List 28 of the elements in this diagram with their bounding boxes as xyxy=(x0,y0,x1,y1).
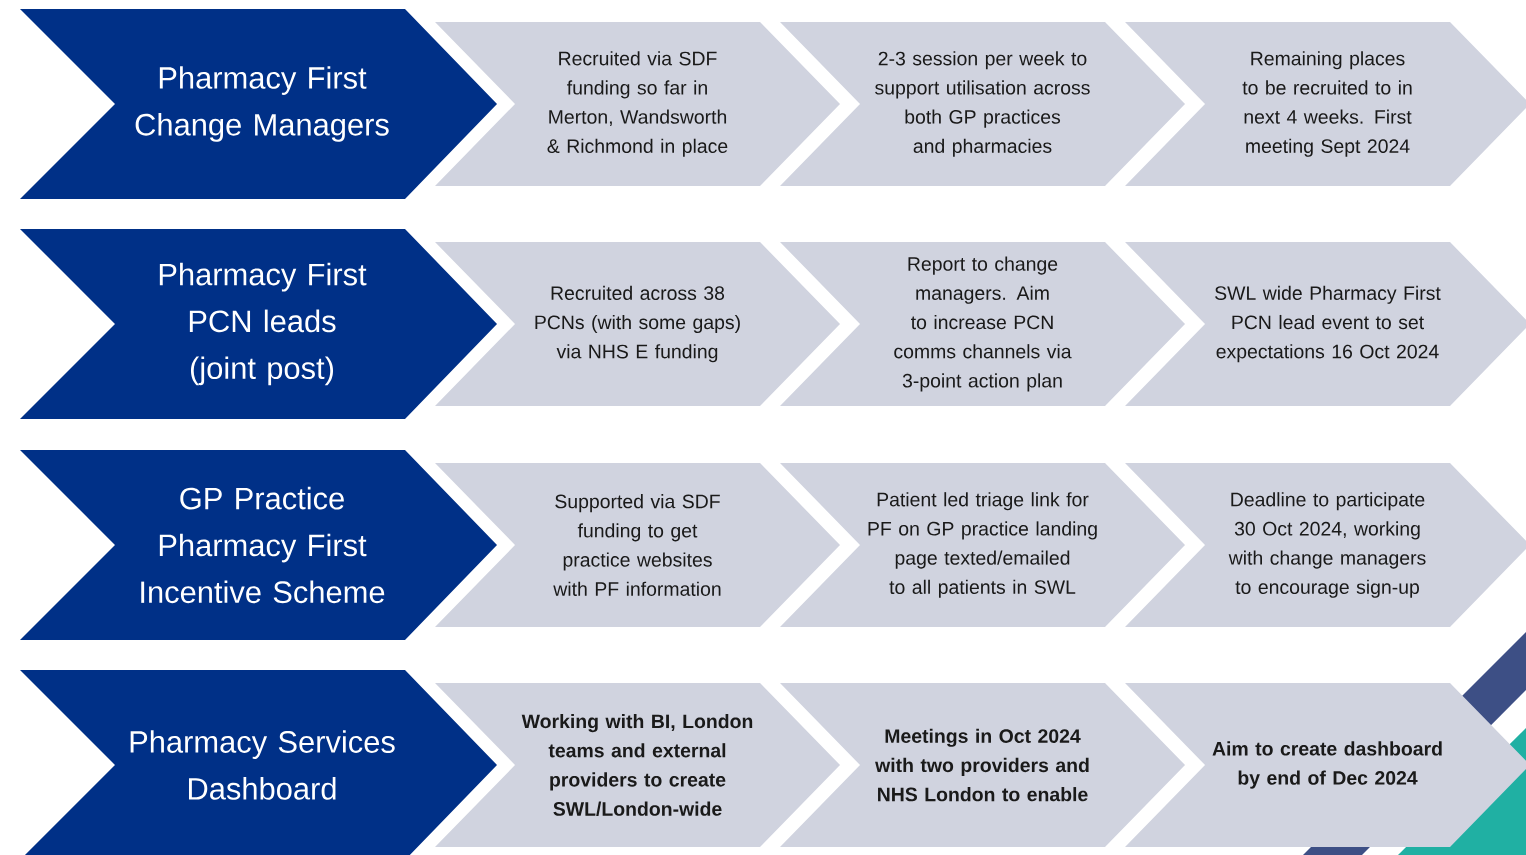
step-box: Deadline to participate 30 Oct 2024, working with change managers to encourage sign-up xyxy=(1125,463,1526,627)
node-label: Report to change managers. Aim to increase PCN comms channels via 3-point action plan xyxy=(894,256,1072,392)
node-label: Working with BI, London teams and external providers to create SWL/London-wide xyxy=(521,713,753,817)
node-label: SWL wide Pharmacy First PCN lead event to set expectations 16 Oct 2024 xyxy=(1215,285,1441,363)
step-box: Recruited via SDF funding so far in Merton, Wandsworth & Richmond in place xyxy=(435,22,840,186)
node-label: Recruited across 38 PCNs (with some gaps) via NHS E funding xyxy=(535,285,740,363)
node-label: 2-3 session per week to support utilisation across both GP practices and pharmacies xyxy=(875,51,1090,157)
node-label: Patient led triage link for PF on GP practice landing page texted/emailed to all patients in SWL xyxy=(868,492,1097,598)
node-label: Remaining places to be recruited to in next 4 weeks. First meeting Sept 2024 xyxy=(1242,51,1412,157)
node-label: Recruited via SDF funding so far in Merton, Wandsworth & Richmond in place xyxy=(547,51,728,157)
node-label: Aim to create dashboard by end of Dec 2024 xyxy=(1212,741,1442,789)
step-box: 2-3 session per week to support utilisation across both GP practices and pharmacies xyxy=(780,22,1185,186)
step-box: Working with BI, London teams and external providers to create SWL/London-wide xyxy=(435,683,840,847)
step-box: Aim to create dashboard by end of Dec 2024 xyxy=(1125,683,1526,847)
header-box: GP Practice Pharmacy First Incentive Scheme xyxy=(20,450,497,640)
step-box: Meetings in Oct 2024 with two providers and NHS London to enable xyxy=(780,683,1185,847)
step-box: Recruited across 38 PCNs (with some gaps) via NHS E funding xyxy=(435,242,840,406)
header-box: Pharmacy Services Dashboard xyxy=(20,670,497,855)
step-box: Supported via SDF funding to get practice websites with PF information xyxy=(435,463,840,627)
step-box: Patient led triage link for PF on GP practice landing page texted/emailed to all patients in SWL xyxy=(780,463,1185,627)
header-box: Pharmacy First Change Managers xyxy=(20,9,497,199)
node-label: Supported via SDF funding to get practice websites with PF information xyxy=(553,494,721,596)
step-box: Remaining places to be recruited to in next 4 weeks. First meeting Sept 2024 xyxy=(1125,22,1526,186)
node-label: Meetings in Oct 2024 with two providers and NHS London to enable xyxy=(875,728,1089,802)
step-box: SWL wide Pharmacy First PCN lead event to set expectations 16 Oct 2024 xyxy=(1125,242,1526,406)
step-box: Report to change managers. Aim to increase PCN comms channels via 3-point action plan xyxy=(780,242,1185,406)
node-label: Deadline to participate 30 Oct 2024, working with change managers to encourage sign-up xyxy=(1228,492,1426,598)
header-box: Pharmacy First PCN leads (joint post) xyxy=(20,229,497,419)
